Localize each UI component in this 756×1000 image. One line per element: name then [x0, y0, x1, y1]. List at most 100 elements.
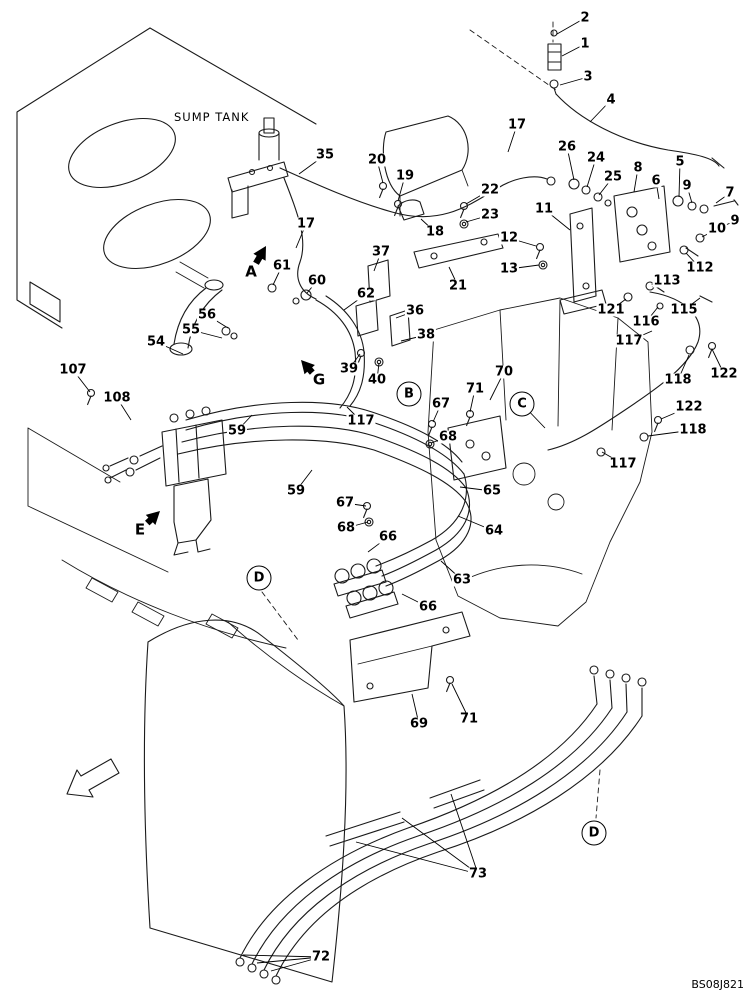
view-circle-c: C — [509, 391, 535, 417]
callout-17: 17 — [506, 117, 528, 133]
valve-block-8 — [613, 185, 671, 263]
view-circle-d: D — [581, 820, 607, 846]
callout-108: 108 — [102, 390, 132, 406]
leader-line — [450, 793, 479, 875]
sump-tank-label: SUMP TANK — [174, 110, 250, 124]
callout-9: 9 — [681, 178, 693, 194]
callout-59: 59 — [226, 423, 248, 439]
callout-122: 122 — [674, 399, 704, 415]
callout-6: 6 — [650, 173, 662, 189]
callout-73: 73 — [467, 866, 489, 882]
callout-115: 115 — [669, 302, 699, 318]
callout-112: 112 — [685, 260, 715, 276]
callout-118: 118 — [678, 422, 708, 438]
hose-17-upper — [279, 167, 556, 218]
callout-59: 59 — [285, 483, 307, 499]
hose-bundle-72 — [235, 665, 647, 985]
callout-56: 56 — [196, 307, 218, 323]
view-circle-b: B — [396, 381, 422, 407]
callout-9: 9 — [729, 213, 741, 229]
callout-116: 116 — [631, 314, 661, 330]
callout-19: 19 — [394, 168, 416, 184]
callout-12: 12 — [498, 230, 520, 246]
leader-line — [401, 817, 479, 875]
callout-117: 117 — [614, 333, 644, 349]
callout-7: 7 — [724, 185, 736, 201]
callout-11: 11 — [533, 201, 555, 217]
clamp-18 — [397, 199, 425, 221]
view-letter-g: G — [311, 370, 327, 389]
callout-23: 23 — [479, 207, 501, 223]
callout-70: 70 — [493, 364, 515, 380]
callout-107: 107 — [58, 362, 88, 378]
check-valve-1-2-3 — [547, 29, 562, 95]
callout-64: 64 — [483, 523, 505, 539]
callout-40: 40 — [366, 372, 388, 388]
callout-26: 26 — [556, 139, 578, 155]
callout-118: 118 — [663, 372, 693, 388]
callout-62: 62 — [355, 286, 377, 302]
view-arrow-icon — [145, 511, 160, 526]
frame-lines — [27, 427, 287, 649]
view-arrow-icon — [253, 246, 266, 265]
tank-fitting-35 — [227, 117, 289, 219]
view-letter-a: A — [244, 262, 258, 281]
boom-outline — [143, 619, 347, 983]
callout-35: 35 — [314, 147, 336, 163]
callout-8: 8 — [632, 160, 644, 176]
callout-72: 72 — [310, 949, 332, 965]
callout-67: 67 — [334, 495, 356, 511]
callout-37: 37 — [370, 244, 392, 260]
callout-54: 54 — [145, 334, 167, 350]
callout-113: 113 — [652, 273, 682, 289]
callout-5: 5 — [674, 154, 686, 170]
plate-21 — [413, 233, 504, 269]
drawing-code: BS08J821 — [691, 978, 744, 991]
callout-67: 67 — [430, 396, 452, 412]
leader-line — [242, 954, 322, 958]
bracket-69 — [349, 611, 471, 703]
callout-38: 38 — [415, 327, 437, 343]
callout-71: 71 — [464, 381, 486, 397]
callout-25: 25 — [602, 169, 624, 185]
callout-117: 117 — [346, 413, 376, 429]
callout-17: 17 — [295, 216, 317, 232]
callout-55: 55 — [180, 322, 202, 338]
callout-68: 68 — [335, 520, 357, 536]
engine-block — [427, 297, 653, 627]
callout-10: 10 — [706, 221, 728, 237]
callout-117: 117 — [608, 456, 638, 472]
callout-122: 122 — [709, 366, 739, 382]
callout-66: 66 — [377, 529, 399, 545]
pump-valve-assembly — [102, 406, 227, 556]
callout-2: 2 — [579, 10, 591, 26]
callout-63: 63 — [451, 572, 473, 588]
pipe-60-61 — [267, 177, 317, 305]
leader-line — [256, 956, 322, 964]
callout-22: 22 — [479, 182, 501, 198]
direction-arrow — [66, 758, 120, 798]
callout-4: 4 — [605, 92, 617, 108]
clamp-stack-66 — [333, 558, 399, 619]
callout-61: 61 — [271, 258, 293, 274]
sump-tank-outline — [16, 27, 317, 329]
block-70 — [447, 415, 507, 481]
callout-65: 65 — [481, 483, 503, 499]
callout-20: 20 — [366, 152, 388, 168]
callout-24: 24 — [585, 150, 607, 166]
callout-18: 18 — [424, 224, 446, 240]
callout-39: 39 — [338, 361, 360, 377]
view-arrow-icon — [301, 360, 315, 375]
view-letter-e: E — [133, 520, 147, 539]
hose-4 — [555, 93, 725, 169]
callout-68: 68 — [437, 429, 459, 445]
callout-121: 121 — [596, 302, 626, 318]
leader-line — [355, 841, 479, 875]
callout-1: 1 — [579, 36, 591, 52]
clamps-73 — [325, 779, 485, 847]
callout-21: 21 — [447, 278, 469, 294]
callout-13: 13 — [498, 261, 520, 277]
